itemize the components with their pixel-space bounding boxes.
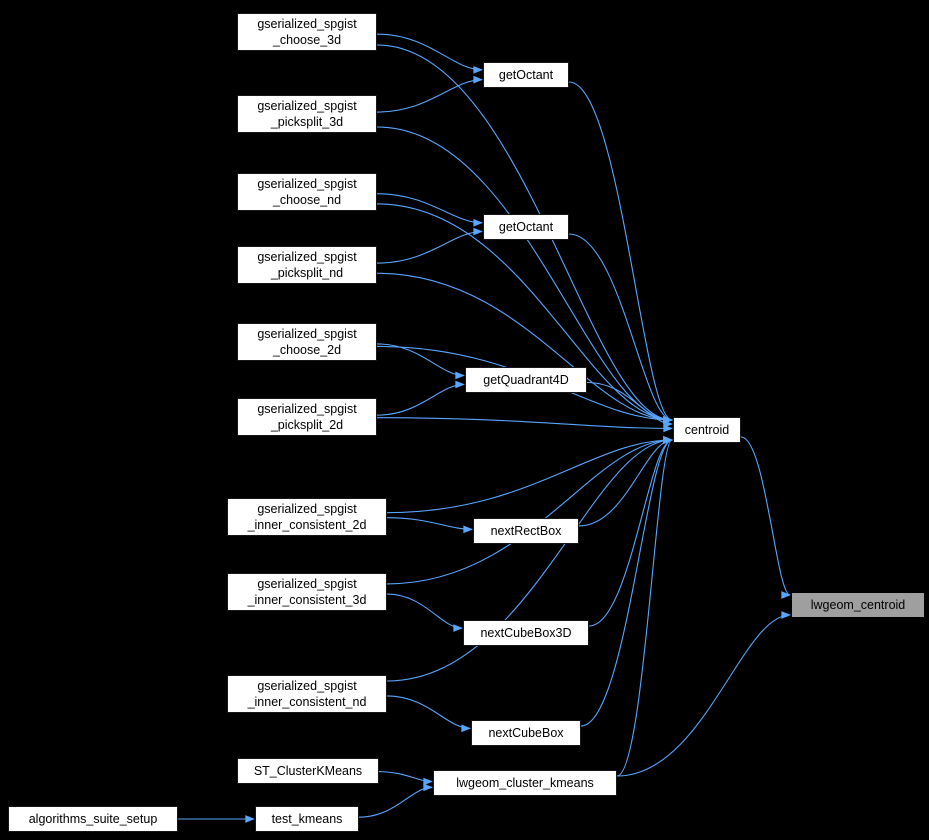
node-label-line: getOctant <box>498 67 554 82</box>
node-nextCubeBox[interactable]: nextCubeBox <box>471 720 581 746</box>
edge-picksplit_3d-to-getOctant1 <box>376 75 483 113</box>
edge-picksplit_2d-to-getQuadrant4D <box>376 380 465 416</box>
node-label-line: gserialized_spgist <box>257 576 357 591</box>
node-nextCubeBox3D[interactable]: nextCubeBox3D <box>463 620 589 646</box>
edge-inner2d-to-centroid <box>386 436 673 514</box>
node-suite_setup[interactable]: algorithms_suite_setup <box>8 806 178 832</box>
node-label-line: _picksplit_3d <box>270 115 344 129</box>
edge-getOctant2-to-centroid <box>568 233 673 424</box>
node-choose_3d[interactable]: gserialized_spgist _choose_3d <box>237 13 377 51</box>
node-label-line: _inner_consistent_3d <box>247 593 367 607</box>
edge-choose_2d-to-getQuadrant4D <box>376 343 465 380</box>
node-label-line: lwgeom_cluster_kmeans <box>456 775 594 790</box>
edge-picksplit_2d-to-centroid <box>376 417 673 433</box>
node-picksplit_3d[interactable]: gserialized_spgist _picksplit_3d <box>237 95 377 133</box>
node-label-line: _inner_consistent_nd <box>247 695 367 709</box>
node-label-line: gserialized_spgist <box>257 176 357 191</box>
edge-nextCubeBox-to-centroid <box>580 436 673 727</box>
node-label-line: getOctant <box>498 219 554 234</box>
node-label-line: _picksplit_nd <box>270 266 344 280</box>
node-label-line: _picksplit_2d <box>270 418 344 432</box>
node-label-line: ST_ClusterKMeans <box>253 763 363 778</box>
node-label-line: nextRectBox <box>490 523 562 538</box>
node-label-line: algorithms_suite_setup <box>28 811 158 826</box>
edge-nextCubeBox3D-to-centroid <box>588 436 673 627</box>
edge-inner3d-to-nextCubeBox3D <box>386 593 463 632</box>
edge-innernd-to-nextCubeBox <box>386 695 471 733</box>
edge-picksplit_nd-to-centroid <box>376 272 673 424</box>
edge-centroid-to-lwgeom_centroid <box>740 436 791 599</box>
node-choose_nd[interactable]: gserialized_spgist _choose_nd <box>237 173 377 211</box>
edge-getQuadrant4D-to-centroid <box>586 381 673 428</box>
node-inner3d[interactable]: gserialized_spgist _inner_consistent_3d <box>227 573 387 611</box>
node-label-line: _choose_2d <box>272 343 342 357</box>
node-label-line: gserialized_spgist <box>257 98 357 113</box>
node-test_kmeans[interactable]: test_kmeans <box>255 806 359 832</box>
node-getQuadrant4D[interactable]: getQuadrant4D <box>465 367 587 393</box>
node-label-line: gserialized_spgist <box>257 249 357 264</box>
edge-cluster_kmeans-to-lwgeom_centroid <box>616 611 791 777</box>
node-getOctant1[interactable]: getOctant <box>483 62 569 88</box>
edge-getOctant1-to-centroid <box>568 81 673 424</box>
edge-nextRectBox-to-centroid <box>578 436 673 527</box>
node-lwgeom_centroid[interactable]: lwgeom_centroid <box>791 592 925 618</box>
node-label-line: _choose_nd <box>272 193 342 207</box>
edge-choose_nd-to-centroid <box>376 203 673 424</box>
node-getOctant2[interactable]: getOctant <box>483 214 569 240</box>
edge-innernd-to-centroid <box>386 436 673 682</box>
edge-picksplit_nd-to-getOctant2 <box>376 227 483 264</box>
node-label-line: test_kmeans <box>271 811 343 826</box>
node-choose_2d[interactable]: gserialized_spgist _choose_2d <box>237 323 377 361</box>
edge-inner3d-to-centroid <box>386 436 673 585</box>
node-label-line: nextCubeBox3D <box>480 625 572 640</box>
node-label-line: lwgeom_centroid <box>810 597 906 612</box>
node-label-line: centroid <box>684 422 730 437</box>
node-ST_ClusterKMeans[interactable]: ST_ClusterKMeans <box>237 758 379 784</box>
node-centroid[interactable]: centroid <box>673 417 741 443</box>
edge-choose_3d-to-getOctant1 <box>376 33 483 74</box>
edge-test_kmeans-to-cluster_kmeans <box>358 783 433 818</box>
node-label-line: getQuadrant4D <box>483 372 569 387</box>
node-picksplit_nd[interactable]: gserialized_spgist _picksplit_nd <box>237 246 377 284</box>
node-cluster_kmeans[interactable]: lwgeom_cluster_kmeans <box>433 770 617 796</box>
node-innernd[interactable]: gserialized_spgist _inner_consistent_nd <box>227 675 387 713</box>
node-label-line: gserialized_spgist <box>257 678 357 693</box>
edge-cluster_kmeans-to-centroid <box>616 436 673 777</box>
edge-ST_ClusterKMeans-to-cluster_kmeans <box>378 771 433 786</box>
edge-choose_nd-to-getOctant2 <box>376 193 483 227</box>
edge-inner2d-to-nextRectBox <box>386 517 473 534</box>
node-label-line: gserialized_spgist <box>257 16 357 31</box>
node-label-line: gserialized_spgist <box>257 326 357 341</box>
node-picksplit_2d[interactable]: gserialized_spgist _picksplit_2d <box>237 398 377 436</box>
node-nextRectBox[interactable]: nextRectBox <box>473 518 579 544</box>
node-label-line: gserialized_spgist <box>257 501 357 516</box>
node-label-line: _inner_consistent_2d <box>247 518 367 532</box>
node-label-line: gserialized_spgist <box>257 401 357 416</box>
node-label-line: _choose_3d <box>272 33 342 47</box>
node-inner2d[interactable]: gserialized_spgist _inner_consistent_2d <box>227 498 387 536</box>
node-label-line: nextCubeBox <box>488 725 564 740</box>
